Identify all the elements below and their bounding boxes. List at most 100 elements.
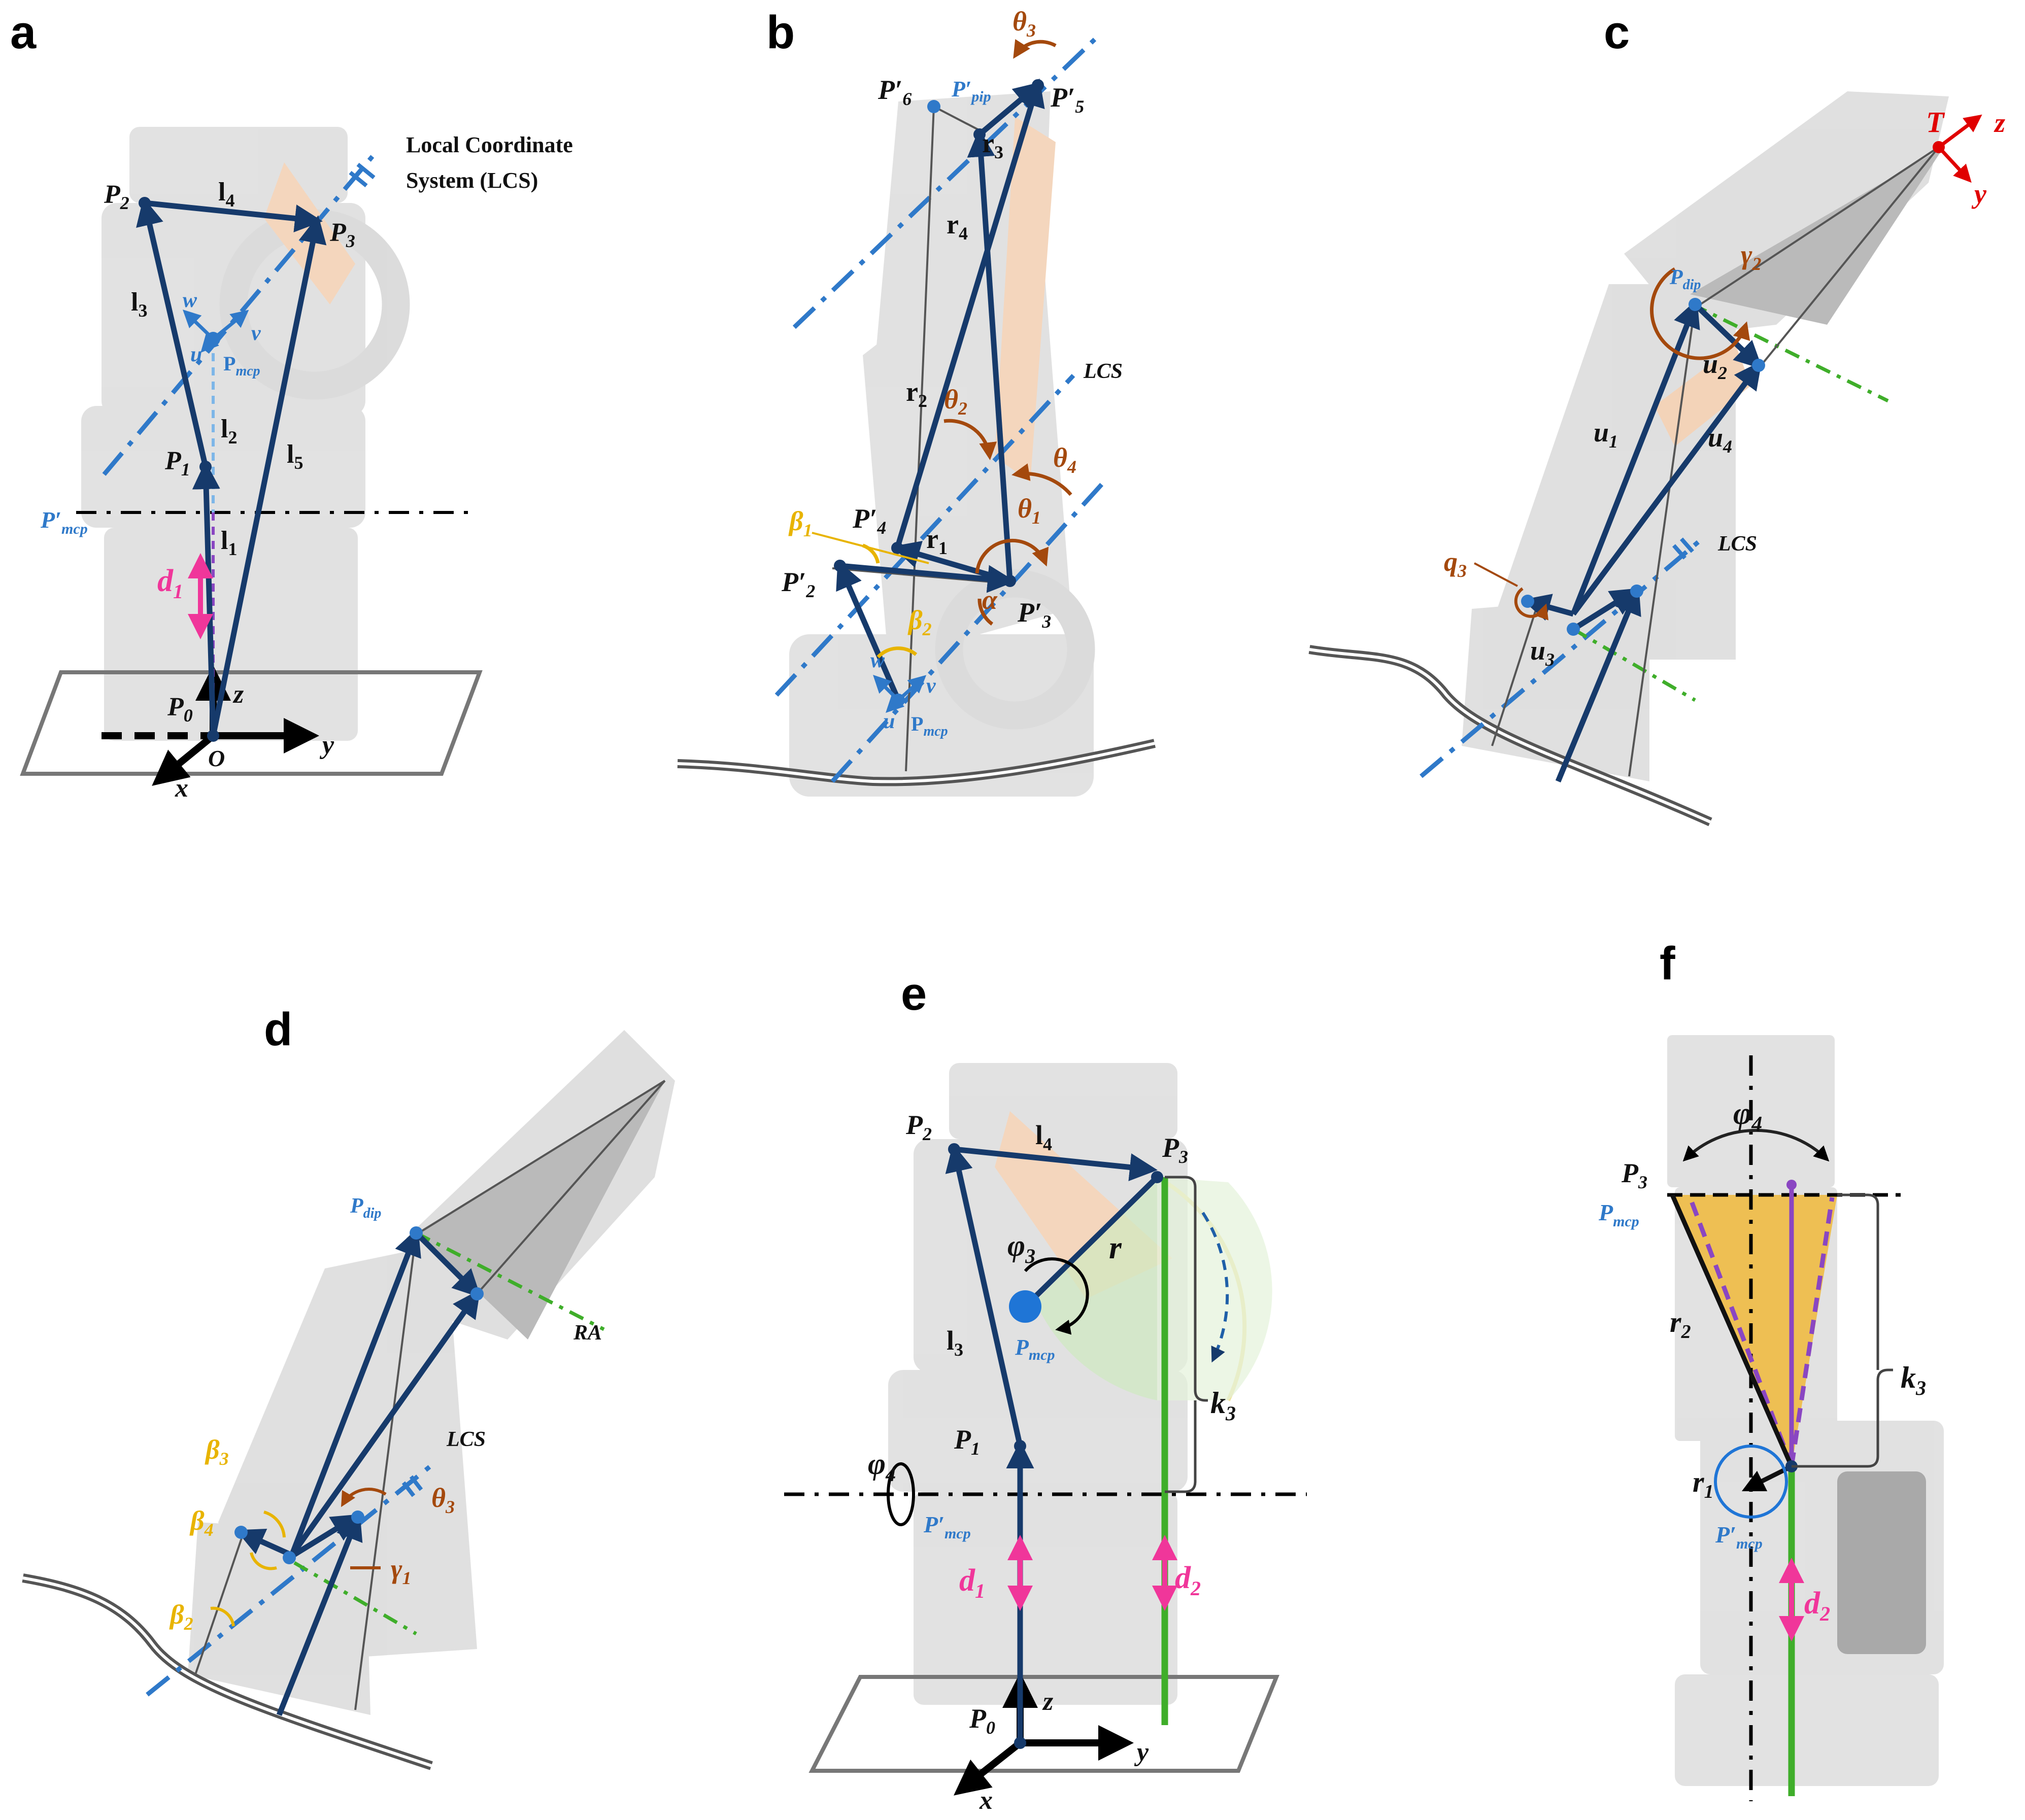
r-label-e: r [1109,1229,1122,1265]
angle-arcs-b [812,39,1072,659]
r3-label-b: r3 [982,128,1003,162]
gamma2-label-c: γ2 [1741,239,1761,274]
swing-arrow-e [1201,1212,1229,1363]
z-label-a: z [232,680,244,709]
p1-label-a: P1 [164,447,190,479]
ppip-label-b: P′pip [951,77,991,105]
beta3-label-d: β3 [205,1434,229,1469]
d1-label-a: d1 [157,564,183,603]
r2-label-b: r2 [906,376,927,411]
u2-label-c: u2 [1703,349,1727,383]
pmcp-label-f: Pmcp [1598,1199,1639,1230]
p4-label-b: P′4 [852,503,886,538]
lcs-axes-b [774,33,1106,783]
pmcp-joint-a [206,332,220,346]
sweep-cone-f [1672,1195,1837,1466]
p3-label-b: P′3 [1017,597,1051,632]
u-label-a: u [190,343,202,366]
links-a [136,197,327,737]
w-label-b: w [870,649,885,672]
u-label-b: u [883,710,895,733]
v-label-a: v [251,322,261,345]
k3-label-f: k3 [1901,1361,1926,1399]
panel-letter-d: d [264,1004,292,1055]
phi4-label-f: φ4 [1733,1096,1762,1136]
theta4-label-b: θ4 [1053,442,1076,477]
d2-label-f: d2 [1804,1586,1830,1625]
p6-label-b: P′6 [878,75,912,109]
joints-c [1521,298,1765,636]
l1-label-a: l1 [221,526,237,559]
pmcp-prime-label-a: P′mcp [40,507,88,537]
joints-d [234,1226,484,1564]
beta2-label-d: β2 [169,1599,193,1634]
q3-leader-c [1474,562,1518,587]
r2-label-f: r2 [1670,1306,1691,1343]
panel-a: a [10,7,573,803]
theta1-label-b: θ1 [1018,493,1041,528]
beta1-label-b: β1 [788,506,813,540]
phi4-rotation-e [887,1462,915,1526]
links-c [1522,299,1763,783]
tool-frame-c [1937,114,1982,183]
joints-b [834,79,1044,587]
lcs-title-line2: System (LCS) [406,168,538,193]
workspace-sector-e [1035,1177,1157,1400]
l3-label-a: l3 [131,288,147,321]
o-label-a: O [208,745,225,771]
panel-c: c [1308,7,2005,827]
r1-label-f: r1 [1693,1465,1714,1502]
lcs-symbol-d [401,1475,423,1497]
pdip-label-c: Pdip [1669,266,1701,293]
panel-b: b [677,6,1156,797]
p2-label-e: P2 [905,1110,932,1144]
angle-arcs-d [210,1488,387,1627]
finger-body-b [789,91,1095,797]
pmcp-joint-b [892,694,905,707]
phi4-arc-f [1682,1128,1830,1162]
lcs-label-d: LCS [446,1428,486,1451]
finger-body-a [81,127,410,741]
u3-label-c: u3 [1530,635,1555,670]
lcs-axis-d [146,1459,438,1697]
pmcp-circle-f [1714,1445,1788,1519]
q3-arc-c [1514,587,1548,621]
p1-label-e: P1 [954,1424,980,1459]
l4-label-e: l4 [1035,1120,1052,1154]
beta4-label-d: β4 [189,1505,214,1540]
links-d [235,1227,481,1716]
pmcp-label-e: Pmcp [1015,1335,1055,1363]
k3-brace-e [1165,1176,1208,1493]
w-label-a: w [183,289,197,312]
l4-label-a: l4 [218,178,234,211]
l5-label-a: l5 [287,440,303,473]
lcs-axis-c [1420,538,1702,778]
x-label-a: x [175,774,188,803]
finger-body-c [1462,91,1949,781]
ground-plane-a [20,670,483,776]
p5-label-b: P′5 [1050,82,1084,117]
thin-links-d [194,1080,666,1710]
links-b [836,78,1045,702]
lcs-label-c: LCS [1717,532,1757,556]
purple-joint-f [1786,1180,1797,1190]
gamma2-arc-c [1650,267,1750,360]
joints-e [948,1143,1163,1749]
pmcp-joint-e [1009,1290,1041,1323]
finger-body-f [1667,1035,1944,1786]
p2-label-a: P2 [104,180,129,213]
panel-e: e [784,968,1307,1815]
u1-label-c: u1 [1594,417,1618,452]
r1-label-b: r1 [926,524,948,558]
lcs-title-line1: Local Coordinate [406,132,573,157]
joints-a [139,197,219,742]
x-label-e: x [979,1786,993,1815]
p3-label-a: P3 [329,218,355,251]
phi4-label-e: φ4 [868,1447,896,1486]
panel-d: d [22,1004,675,1770]
p2-label-b: P′2 [781,567,815,601]
k3-brace-f [1792,1193,1893,1468]
p3-label-f: P3 [1621,1158,1647,1192]
v-label-b: v [926,674,936,698]
thin-links-c [1491,146,1940,777]
